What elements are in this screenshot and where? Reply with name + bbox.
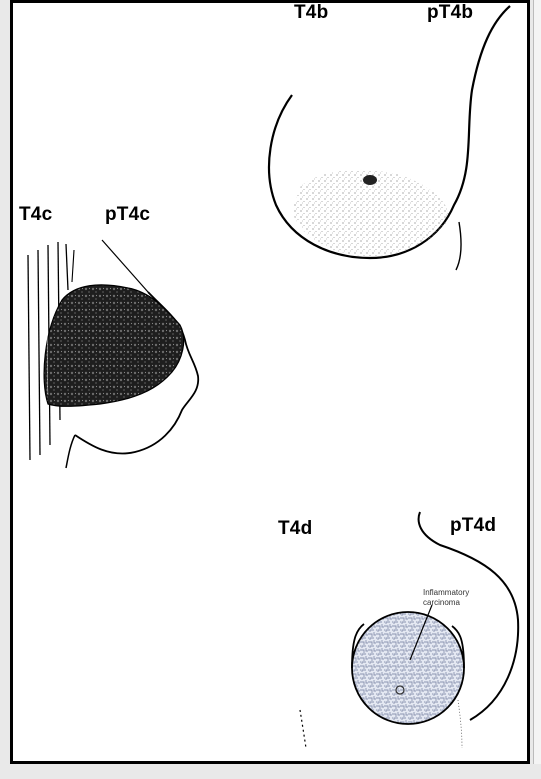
- label-pt4d: pT4d: [450, 515, 496, 537]
- annotation-line-1: Inflammatory: [423, 588, 469, 598]
- label-t4d: T4d: [278, 518, 312, 540]
- label-t4b: T4b: [294, 2, 328, 24]
- annotation-inflammatory-carcinoma: Inflammatory carcinoma: [423, 588, 469, 608]
- t4b-nipple-ulcer: [363, 175, 377, 185]
- annotation-line-2: carcinoma: [423, 598, 469, 608]
- label-t4c: T4c: [19, 204, 52, 226]
- t4c-chest-wall-drawing: [28, 240, 198, 468]
- label-pt4b: pT4b: [427, 2, 473, 24]
- t4b-breast-drawing: [269, 6, 510, 270]
- t4d-breast-drawing: [300, 512, 518, 748]
- label-pt4c: pT4c: [105, 204, 150, 226]
